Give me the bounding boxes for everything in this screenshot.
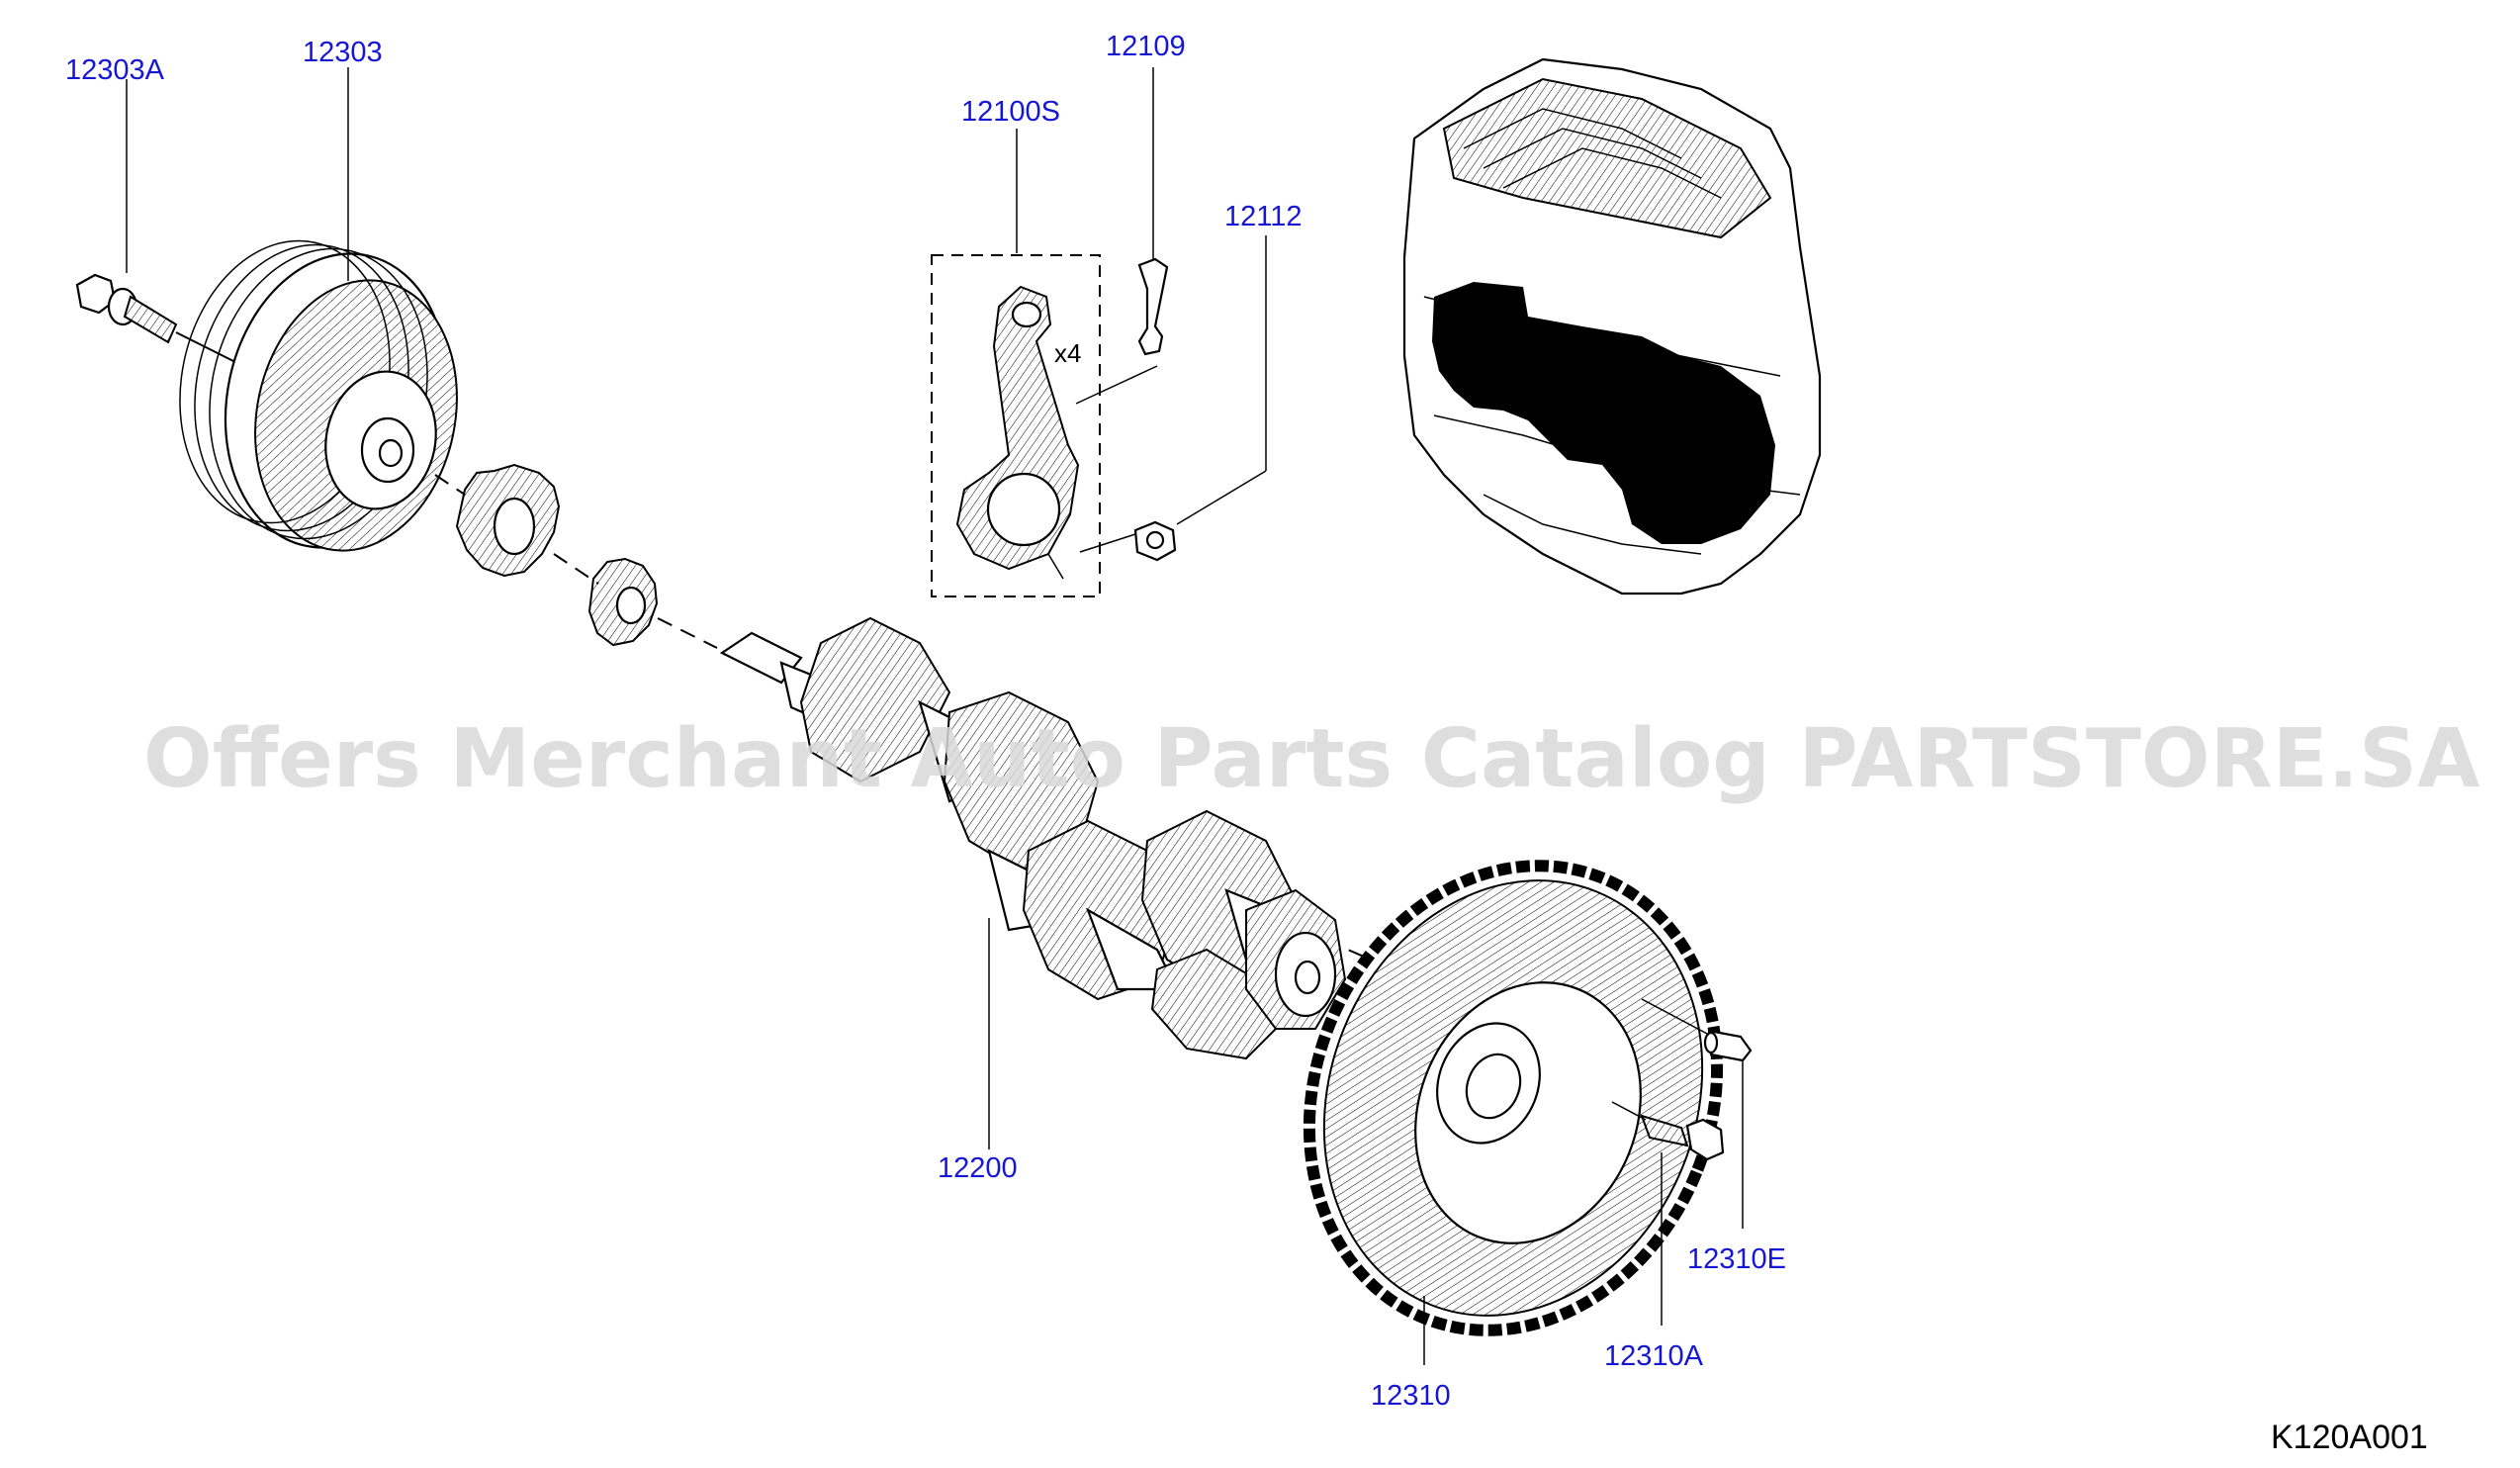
callout-12303[interactable]: 12303 xyxy=(303,37,383,68)
rod-nut[interactable] xyxy=(1079,520,1177,562)
crankshaft[interactable] xyxy=(719,616,1347,1060)
crank-sprocket[interactable] xyxy=(455,463,561,578)
diagram-code: K120A001 xyxy=(2271,1419,2428,1456)
flywheel[interactable] xyxy=(1241,804,1786,1393)
pulley-bolt[interactable] xyxy=(75,273,236,363)
callout-12303A[interactable]: 12303A xyxy=(65,54,165,86)
callout-12310[interactable]: 12310 xyxy=(1371,1380,1451,1412)
callout-12310A[interactable]: 12310A xyxy=(1604,1340,1704,1372)
dowel-pin[interactable] xyxy=(1641,998,1753,1062)
crankshaft-pulley[interactable] xyxy=(154,222,481,570)
callout-12112[interactable]: 12112 xyxy=(1224,201,1303,232)
rod-bolt[interactable] xyxy=(1075,257,1169,405)
connecting-rod-kit[interactable] xyxy=(931,254,1101,597)
callout-12109[interactable]: 12109 xyxy=(1106,31,1186,62)
leader-lines xyxy=(126,67,1744,1365)
watermark-text: Offers Merchant Auto Parts Catalog PARTS… xyxy=(143,712,2480,806)
callout-12310E[interactable]: 12310E xyxy=(1687,1243,1786,1275)
engine-assembly-illustration xyxy=(1402,57,1822,596)
quantity-note: x4 xyxy=(1054,338,1081,368)
flywheel-bolt[interactable] xyxy=(1611,1101,1725,1161)
timing-gear[interactable] xyxy=(587,557,659,647)
callout-12100S[interactable]: 12100S xyxy=(961,96,1060,128)
callout-12200[interactable]: 12200 xyxy=(938,1152,1018,1184)
